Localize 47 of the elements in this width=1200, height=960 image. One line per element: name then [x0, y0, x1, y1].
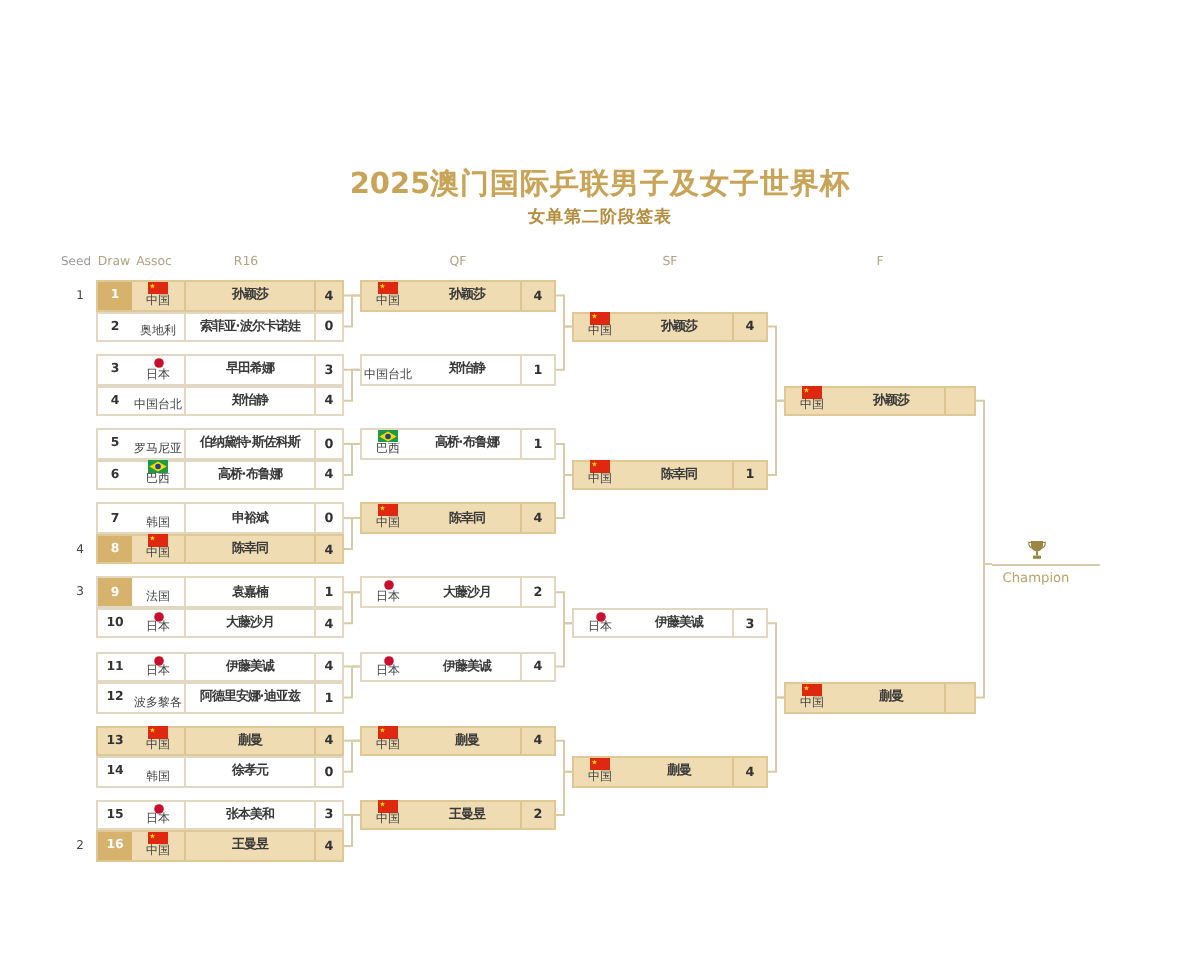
bracket-line: [555, 622, 573, 668]
player-row: [96, 830, 344, 862]
player-row: [96, 651, 344, 682]
bracket-slot: [360, 799, 556, 831]
bracket-slot: [784, 385, 976, 417]
player-row: [96, 502, 344, 534]
bracket-line: [555, 473, 573, 520]
player-row: [96, 576, 344, 608]
player-row: [96, 682, 344, 713]
bracket-slot: [784, 682, 976, 713]
bracket-line: [343, 442, 361, 476]
bracket-slot: [360, 576, 556, 608]
bracket-line: [343, 294, 361, 328]
bracket-slot: [360, 725, 556, 757]
bracket-slot: [360, 651, 556, 682]
bracket-slot: [572, 459, 768, 491]
bracket-line: [343, 517, 361, 551]
bracket-slot: [572, 607, 768, 639]
bracket-slot: [360, 502, 556, 534]
bracket-slot: [572, 311, 768, 342]
player-row: [96, 354, 344, 386]
bracket-line: [555, 770, 573, 816]
player-row: [96, 385, 344, 417]
title: 2025澳门国际乒联男子及女子世界杯: [349, 165, 851, 203]
bracket-line: [975, 563, 993, 699]
bracket-line: [555, 325, 573, 371]
player-row: [96, 311, 344, 342]
player-row: [96, 533, 344, 565]
bracket-line: [343, 739, 361, 773]
bracket-line: [767, 696, 785, 773]
bracket-slot: [572, 756, 768, 788]
player-row: [96, 756, 344, 788]
player-row: [96, 459, 344, 491]
player-row: [96, 280, 344, 311]
bracket-line: [343, 591, 361, 625]
bracket-slot: [360, 354, 556, 386]
bracket-line: [343, 368, 361, 402]
player-row: [96, 799, 344, 831]
subtitle: 女单第二阶段签表: [528, 206, 672, 230]
bracket-line: [767, 399, 785, 476]
bracket-line: [343, 813, 361, 847]
bracket-slot: [360, 428, 556, 460]
player-row: [96, 428, 344, 460]
player-row: [96, 607, 344, 639]
bracket-line: [343, 665, 361, 699]
player-row: [96, 725, 344, 757]
bracket-slot: [360, 280, 556, 311]
